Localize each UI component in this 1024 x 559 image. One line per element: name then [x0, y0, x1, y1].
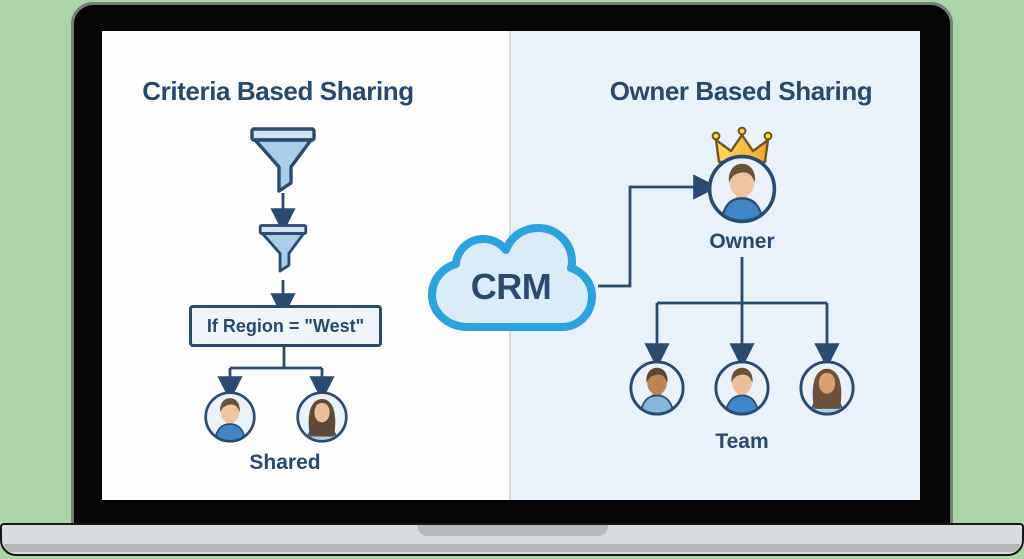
owner-label: Owner	[709, 230, 775, 253]
criteria-panel-title: Criteria Based Sharing	[142, 76, 414, 106]
team-label: Team	[715, 430, 769, 453]
condition-box: If Region = "West"	[189, 305, 382, 347]
funnel-icon	[249, 126, 317, 196]
shared-member-2-avatar	[295, 390, 349, 444]
condition-branch-line	[230, 347, 322, 370]
crown-icon	[710, 126, 774, 166]
laptop-screen: Criteria Based Sharing If Region = "West…	[102, 31, 920, 500]
team-member-2-avatar	[713, 359, 771, 417]
owner-avatar	[706, 153, 778, 225]
owner-panel-title: Owner Based Sharing	[609, 76, 873, 106]
laptop-base-notch	[418, 525, 608, 536]
team-member-1-avatar	[628, 359, 686, 417]
team-member-3-avatar	[798, 359, 856, 417]
shared-label: Shared	[249, 451, 321, 474]
crm-label: CRM	[470, 266, 552, 307]
condition-text: If Region = "West"	[206, 315, 365, 336]
funnel-icon-small	[258, 222, 308, 276]
shared-member-1-avatar	[203, 390, 257, 444]
crm-cloud-icon: CRM	[420, 224, 602, 336]
